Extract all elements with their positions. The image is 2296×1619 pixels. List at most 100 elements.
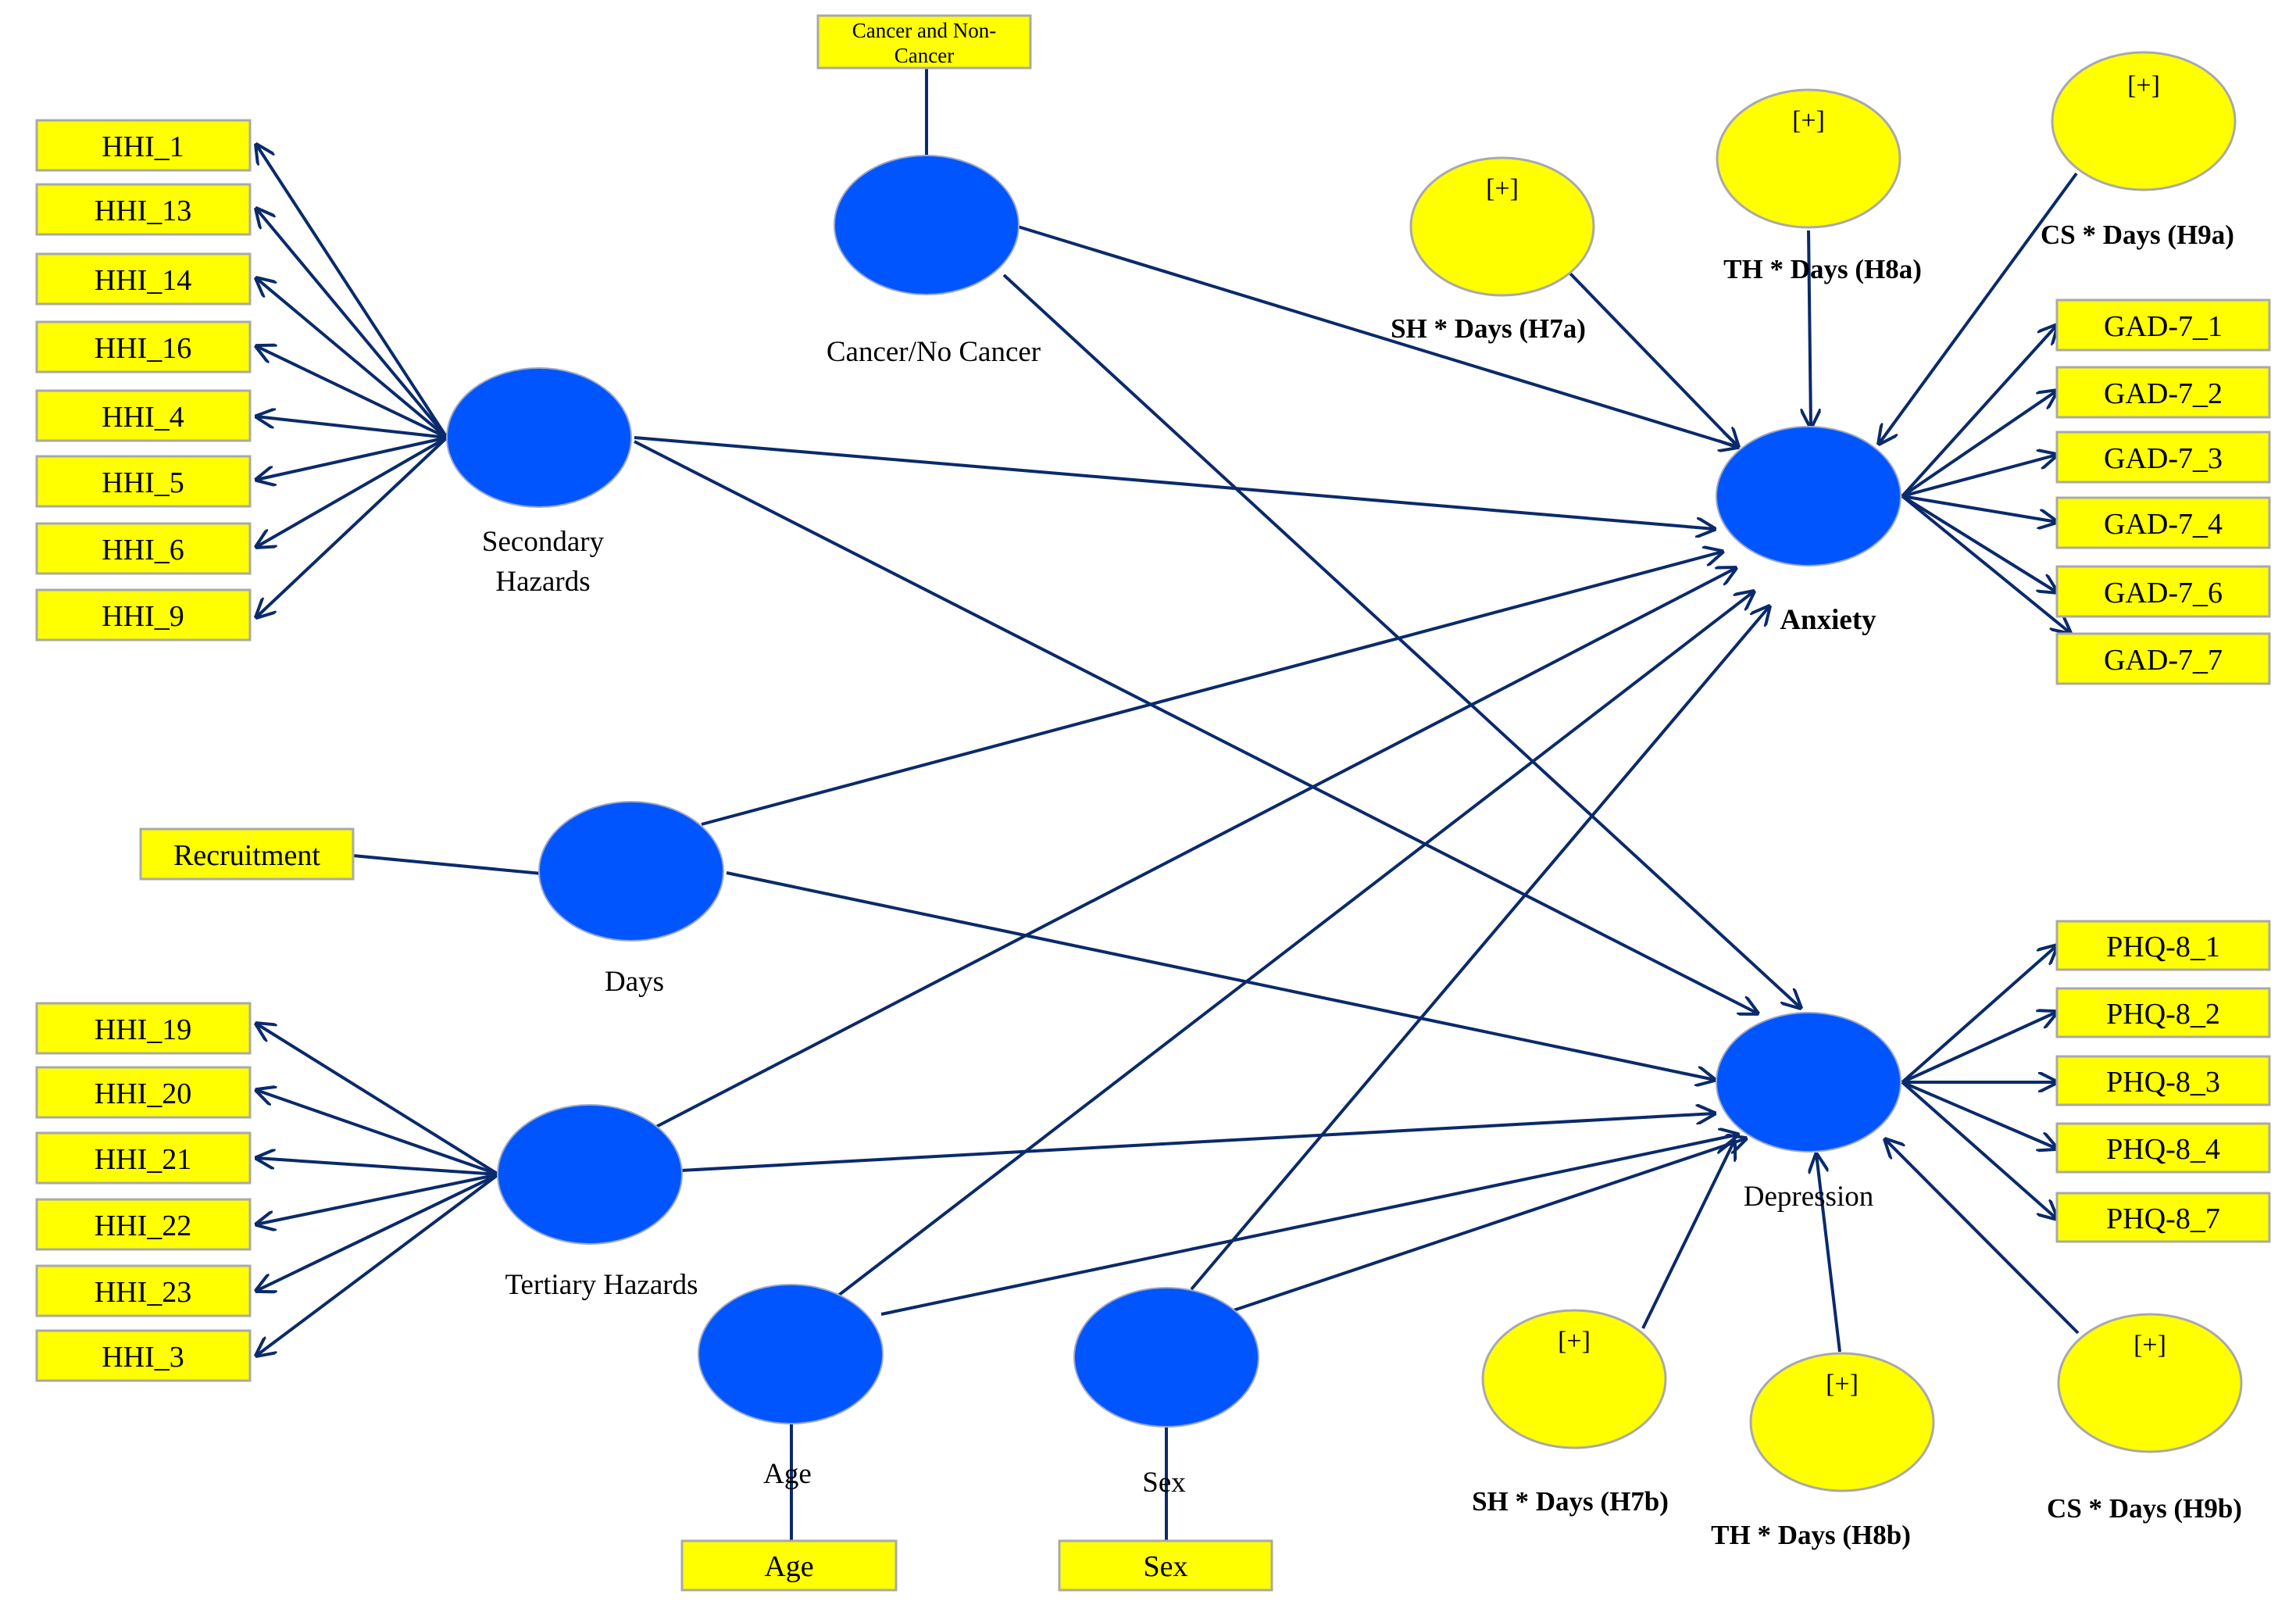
indicator-hhi-13 bbox=[35, 183, 252, 236]
moderator-cs-days-h9a-symbol: [+] bbox=[2127, 71, 2160, 100]
latent-sex bbox=[1073, 1287, 1259, 1428]
moderator-th-days-h8a-symbol: [+] bbox=[1792, 106, 1825, 135]
edge-anxiety-gad-7 bbox=[1901, 495, 2070, 633]
indicator-hhi-23 bbox=[35, 1264, 252, 1317]
indicator-phq-8-7-label: PHQ-8_7 bbox=[2106, 1203, 2220, 1235]
latent-days-label: Days bbox=[605, 966, 664, 998]
indicator-phq-8-3-label: PHQ-8_3 bbox=[2106, 1066, 2220, 1099]
indicator-phq-8-4 bbox=[2055, 1122, 2271, 1174]
indicator-hhi-20 bbox=[35, 1066, 252, 1119]
indicator-hhi-4-label: HHI_4 bbox=[102, 401, 184, 434]
moderator-cs-days-h9a-label: CS * Days (H9a) bbox=[2041, 220, 2234, 250]
indicator-hhi-1 bbox=[35, 119, 252, 172]
edge-depression-phq-1 bbox=[1901, 945, 2057, 1084]
indicator-phq-8-7 bbox=[2055, 1192, 2271, 1243]
indicator-hhi-21-label: HHI_21 bbox=[95, 1143, 192, 1176]
moderator-nodes: [+] SH * Days (H7a) [+] TH * Days (H8a) … bbox=[1391, 51, 2243, 1550]
indicator-gad-7-7-label: GAD-7_7 bbox=[2104, 644, 2223, 677]
indicator-gad-7-6-label: GAD-7_6 bbox=[2104, 577, 2223, 609]
moderator-sh-days-h7a-symbol: [+] bbox=[1486, 174, 1519, 203]
latent-secondary-hazards bbox=[446, 367, 632, 508]
moderator-th-days-h8b-symbol: [+] bbox=[1826, 1370, 1859, 1399]
indicator-hhi-14 bbox=[35, 252, 252, 306]
edge-depression-phq-2 bbox=[1901, 1012, 2057, 1084]
indicator-cancer-and-non-cancer bbox=[816, 14, 1032, 70]
edge-secondary-hhi-6 bbox=[256, 436, 448, 547]
indicator-recruitment bbox=[139, 827, 355, 881]
edges bbox=[256, 68, 2080, 1541]
edge-days-depression bbox=[726, 871, 1715, 1080]
indicator-hhi-3-label: HHI_3 bbox=[102, 1341, 184, 1374]
latent-nodes: Cancer/No Cancer Secondary Hazards Days … bbox=[446, 155, 1901, 1499]
indicator-cancer-label-line2: Cancer bbox=[894, 44, 954, 67]
indicator-hhi-4 bbox=[35, 389, 252, 442]
indicator-hhi-9-label: HHI_9 bbox=[102, 600, 184, 633]
edge-tertiary-anxiety bbox=[655, 568, 1736, 1128]
edge-th-days-h8a bbox=[1809, 230, 1811, 427]
edge-tertiary-hhi-23 bbox=[256, 1173, 499, 1291]
moderator-th-days-h8b bbox=[1749, 1352, 1935, 1492]
indicator-phq-8-1 bbox=[2055, 920, 2271, 971]
edge-cancer-anxiety bbox=[1017, 225, 1738, 447]
edge-secondary-anxiety bbox=[634, 436, 1715, 529]
indicator-gad-7-1-label: GAD-7_1 bbox=[2104, 310, 2223, 343]
edge-anxiety-gad-6 bbox=[1901, 495, 2057, 592]
edge-secondary-depression bbox=[634, 440, 1758, 1013]
latent-cancer-no-cancer-label: Cancer/No Cancer bbox=[827, 336, 1041, 368]
edge-anxiety-gad-3 bbox=[1901, 455, 2057, 498]
indicator-hhi-16-label: HHI_16 bbox=[95, 332, 192, 365]
indicator-gad-7-2 bbox=[2055, 366, 2271, 419]
latent-age bbox=[698, 1284, 884, 1424]
moderator-cs-days-h9b-symbol: [+] bbox=[2134, 1331, 2166, 1360]
indicator-phq-8-2 bbox=[2055, 987, 2271, 1038]
indicator-recruitment-label: Recruitment bbox=[173, 839, 320, 872]
indicator-hhi-21 bbox=[35, 1131, 252, 1185]
moderator-sh-days-h7b-symbol: [+] bbox=[1558, 1327, 1591, 1356]
indicator-hhi-9 bbox=[35, 588, 252, 642]
indicator-hhi-1-label: HHI_1 bbox=[102, 130, 184, 163]
indicator-sex-label: Sex bbox=[1144, 1550, 1188, 1583]
edge-sh-days-h7a bbox=[1567, 270, 1738, 447]
moderator-sh-days-h7a bbox=[1409, 156, 1595, 297]
indicator-cancer-label-line1: Cancer and Non- bbox=[852, 19, 996, 42]
latent-days bbox=[538, 801, 724, 942]
indicator-gad-7-7 bbox=[2055, 632, 2271, 685]
edge-cs-days-h9a bbox=[1879, 172, 2078, 444]
edge-tertiary-hhi-21 bbox=[256, 1158, 499, 1176]
indicator-hhi-6 bbox=[35, 522, 252, 575]
indicator-boxes: Cancer and Non- Cancer HHI_1 HHI_13 HHI_… bbox=[35, 14, 2271, 1592]
edge-sex-anxiety bbox=[1190, 606, 1769, 1291]
moderator-sh-days-h7b bbox=[1481, 1309, 1667, 1449]
edge-secondary-hhi-14 bbox=[256, 278, 448, 439]
edge-recruitment-days bbox=[352, 854, 542, 875]
latent-anxiety bbox=[1716, 426, 1901, 566]
indicator-hhi-20-label: HHI_20 bbox=[95, 1078, 192, 1110]
indicator-hhi-19 bbox=[35, 1002, 252, 1055]
edge-secondary-hhi-4 bbox=[256, 416, 448, 439]
edge-cs-days-h9b bbox=[1885, 1139, 2080, 1335]
moderator-th-days-h8a-label: TH * Days (H8a) bbox=[1723, 254, 1922, 284]
edge-days-anxiety bbox=[701, 552, 1723, 826]
edge-anxiety-gad-4 bbox=[1901, 495, 2057, 522]
edge-tertiary-depression bbox=[680, 1113, 1715, 1172]
edge-tertiary-hhi-22 bbox=[256, 1173, 499, 1224]
indicator-hhi-22 bbox=[35, 1198, 252, 1251]
indicator-gad-7-6 bbox=[2055, 565, 2271, 618]
edge-tertiary-hhi-19 bbox=[256, 1024, 500, 1176]
indicator-gad-7-3 bbox=[2055, 431, 2271, 484]
indicator-gad-7-4 bbox=[2055, 496, 2271, 549]
indicator-hhi-13-label: HHI_13 bbox=[95, 195, 192, 227]
edge-age-depression bbox=[880, 1135, 1738, 1316]
edge-secondary-hhi-9 bbox=[256, 436, 448, 617]
indicator-hhi-22-label: HHI_22 bbox=[95, 1210, 192, 1242]
moderator-cs-days-h9b-label: CS * Days (H9b) bbox=[2047, 1493, 2242, 1524]
edge-age-anxiety bbox=[827, 591, 1754, 1305]
indicator-hhi-16 bbox=[35, 320, 252, 373]
indicator-age-label: Age bbox=[764, 1550, 813, 1583]
indicator-phq-8-2-label: PHQ-8_2 bbox=[2106, 998, 2220, 1031]
latent-tertiary-hazards bbox=[497, 1104, 683, 1245]
edge-sh-days-h7b bbox=[1641, 1141, 1734, 1329]
latent-secondary-hazards-label-line2: Hazards bbox=[495, 566, 590, 598]
indicator-age bbox=[680, 1539, 898, 1592]
